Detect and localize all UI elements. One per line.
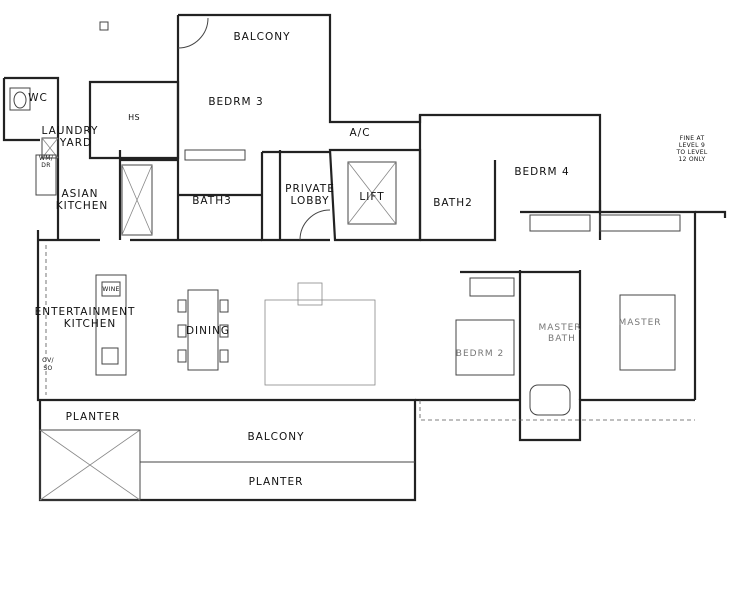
room-label-lift: LIFT [359, 191, 384, 203]
room-label-master: MASTER [618, 318, 661, 328]
svg-text:FINE AT: FINE AT [680, 135, 705, 142]
fixtures [9, 21, 695, 501]
svg-text:12 ONLY: 12 ONLY [678, 156, 705, 163]
room-label-yard: YARD [59, 137, 92, 149]
room-label-dining: DINING [186, 325, 230, 337]
label-wine: WINE [102, 286, 119, 293]
room-label-asian-kitchen: KITCHEN [56, 200, 109, 212]
svg-text:LEVEL 9: LEVEL 9 [679, 142, 705, 149]
room-label-bedrm3: BEDRM 3 [208, 96, 263, 108]
svg-text:TO LEVEL: TO LEVEL [675, 149, 707, 156]
room-label-bath3: BATH3 [192, 195, 232, 207]
room-label-balcony-top: BALCONY [233, 31, 290, 43]
room-label-planter-bottom: PLANTER [249, 476, 304, 488]
room-label-bedrm4: BEDRM 4 [514, 166, 569, 178]
room-label-asian: ASIAN [62, 188, 99, 200]
room-label-planter-left: PLANTER [66, 411, 121, 423]
room-label-master-bath: MASTER [538, 323, 581, 333]
room-label-laundry: LAUNDRY [42, 125, 99, 137]
walls [2, 13, 727, 502]
room-label-ent-kitchen: KITCHEN [64, 318, 117, 330]
doors [177, 17, 331, 241]
label-wm-dr-2: DR [41, 162, 50, 169]
label-hs: HS [128, 113, 140, 122]
room-label-wc: WC [28, 92, 48, 104]
label-ov-so: OV/ [42, 357, 54, 364]
room-label-master-bath-2: BATH [548, 334, 576, 344]
room-label-private: PRIVATE [285, 183, 335, 195]
room-label-ac: A/C [349, 127, 370, 139]
room-label-entertainment: ENTERTAINMENT [35, 306, 136, 318]
level-note: FINE AT LEVEL 9 TO LEVEL 12 ONLY [675, 135, 707, 163]
label-ov-so-2: SO [43, 365, 52, 372]
label-wm-dr: WM/ [39, 155, 54, 162]
room-label-bedrm-mid: BEDRM 2 [456, 349, 504, 359]
room-label-balcony-bottom: BALCONY [247, 431, 304, 443]
room-label-lobby: LOBBY [291, 195, 330, 207]
room-label-bath2: BATH2 [433, 197, 473, 209]
